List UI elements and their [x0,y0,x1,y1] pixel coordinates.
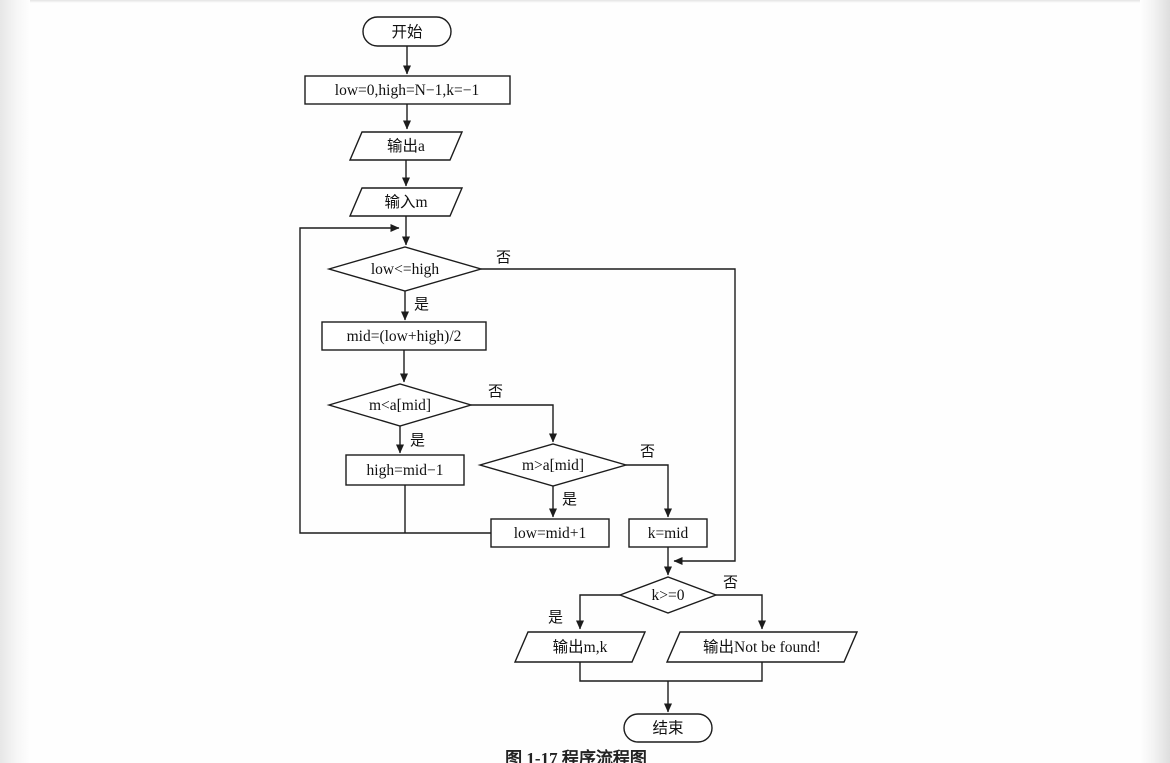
node-input-m-io: 输入m [348,187,464,217]
label-no-low-high: 否 [496,250,511,266]
node-decision-low-high: low<=high [326,246,484,292]
edge-cond-k-yes [576,594,620,630]
high-update-process-label: high=mid−1 [367,462,444,479]
output-mk-io-label: 输出m,k [553,638,608,656]
node-output-a-io: 输出a [348,131,464,161]
node-mid-process: mid=(low+high)/2 [321,321,487,351]
start-terminal-label: 开始 [391,23,423,41]
output-a-io-label: 输出a [387,137,425,155]
input-m-io-shape [348,187,464,217]
decision-m-greater-label: m>a[mid] [522,457,584,474]
edge-cond-m-less-no [471,404,557,443]
node-end-terminal: 结束 [623,713,713,743]
decision-low-high-label: low<=high [371,261,440,278]
low-update-process-shape [490,518,610,548]
end-terminal-shape [623,713,713,743]
node-decision-k: k>=0 [618,576,718,614]
label-yes-m-less: 是 [410,433,425,449]
k-assign-process-label: k=mid [648,525,689,542]
node-decision-m-greater: m>a[mid] [477,443,629,487]
node-k-assign-process: k=mid [628,518,708,548]
page-edge-right [1140,0,1170,763]
k-assign-process-shape [628,518,708,548]
label-yes-cond-k: 是 [548,610,563,626]
label-no-m-less: 否 [488,384,503,400]
page-edge-top [0,0,1170,3]
start-terminal-shape [362,16,452,47]
label-yes-m-greater: 是 [562,492,577,508]
decision-m-greater-shape [477,443,629,487]
label-no-cond-k: 否 [723,575,738,591]
mid-process-label: mid=(low+high)/2 [347,328,462,345]
decision-m-less-label: m<a[mid] [369,397,431,414]
page-edge-left [0,0,30,763]
end-terminal-label: 结束 [652,719,683,737]
decision-k-shape [618,576,718,614]
output-notfound-io-shape [665,631,859,663]
decision-k-label: k>=0 [652,587,685,604]
init-process-shape [304,75,511,105]
edge-loop-back [299,224,491,534]
mid-process-shape [321,321,487,351]
node-decision-m-less: m<a[mid] [326,383,474,427]
node-start-terminal: 开始 [362,16,452,47]
init-process-label: low=0,high=N−1,k=−1 [335,82,479,99]
branch-labels: 否 是 否 是 否 是 否 是 [410,250,738,626]
flowchart-nodes: 开始 low=0,high=N−1,k=−1 输出a 输入m low<=high [304,16,859,743]
label-no-m-greater: 否 [640,444,655,460]
node-output-notfound-io: 输出Not be found! [665,631,859,663]
node-output-mk-io: 输出m,k [513,631,647,663]
high-update-process-shape [345,454,465,486]
edge-cond-m-greater-no [626,464,672,518]
output-mk-io-shape [513,631,647,663]
decision-m-less-shape [326,383,474,427]
input-m-io-label: 输入m [384,193,427,211]
label-yes-low-high: 是 [414,297,429,313]
edge-merge-outputs [579,662,763,682]
output-a-io-shape [348,131,464,161]
decision-low-high-shape [326,246,484,292]
node-low-update-process: low=mid+1 [490,518,610,548]
node-high-update-process: high=mid−1 [345,454,465,486]
flowchart-edges [299,46,766,713]
edge-cond-k-no [716,594,766,630]
output-notfound-io-label: 输出Not be found! [703,638,821,656]
figure-caption: 图 1-17 程序流程图 [505,748,647,763]
edge-cond-low-high-no [481,268,736,565]
low-update-process-label: low=mid+1 [514,525,587,542]
node-init-process: low=0,high=N−1,k=−1 [304,75,511,105]
